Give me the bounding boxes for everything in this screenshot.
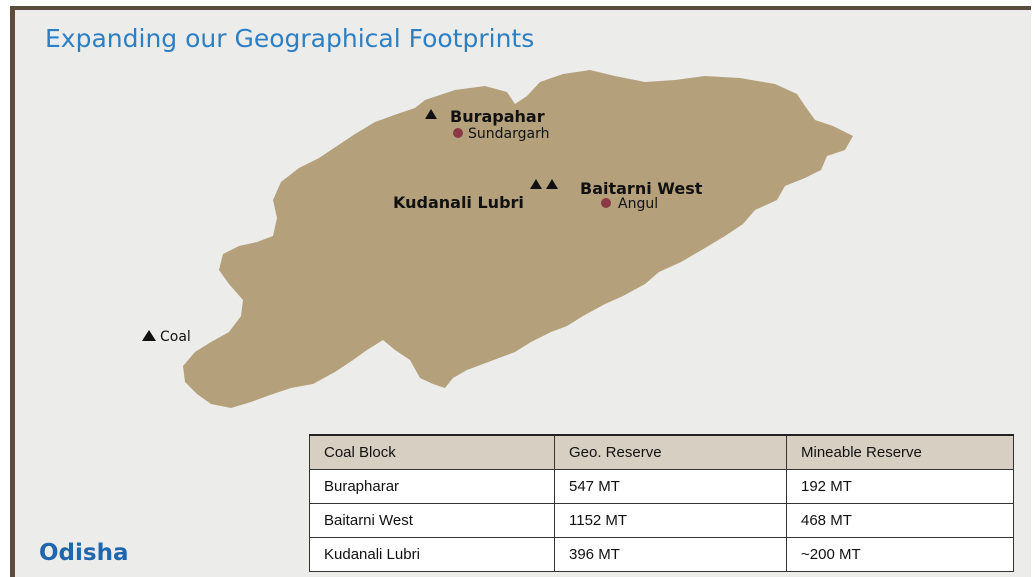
column-header-geo-reserve: Geo. Reserve (554, 434, 787, 470)
map-legend: Coal (142, 329, 191, 345)
column-header-mineable-reserve: Mineable Reserve (786, 434, 1014, 470)
coal-block-table: Coal Block Geo. Reserve Mineable Reserve… (309, 434, 1014, 572)
sundargarh-label: Sundargarh (468, 126, 549, 142)
table-cell: Baitarni West (309, 503, 555, 538)
triangle-icon (142, 330, 156, 341)
kudanali-lubri-label: Kudanali Lubri (393, 193, 524, 212)
table-row: Kudanali Lubri 396 MT ~200 MT (309, 537, 1014, 572)
odisha-map: Burapahar Sundargarh Kudanali Lubri Bait… (142, 70, 853, 408)
table-cell: 1152 MT (554, 503, 787, 538)
burapahar-block-icon (425, 109, 437, 119)
column-header-coal-block: Coal Block (309, 434, 555, 470)
burapahar-label: Burapahar (450, 107, 545, 126)
angul-district-dot-icon (601, 198, 611, 208)
table-cell: 396 MT (554, 537, 787, 572)
kudanali-lubri-block-icon (530, 179, 542, 189)
page-title: Expanding our Geographical Footprints (45, 24, 535, 53)
region-label: Odisha (39, 540, 129, 566)
baitarni-west-label: Baitarni West (580, 179, 703, 198)
table-row: Baitarni West 1152 MT 468 MT (309, 503, 1014, 538)
table-row: Burapharar 547 MT 192 MT (309, 469, 1014, 504)
table-cell: Kudanali Lubri (309, 537, 555, 572)
angul-label: Angul (618, 196, 658, 212)
table-header-row: Coal Block Geo. Reserve Mineable Reserve (309, 434, 1014, 470)
table-cell: 547 MT (554, 469, 787, 504)
kudanali-lubri-block-icon-2 (546, 179, 558, 189)
odisha-state-shape (183, 70, 853, 408)
table-cell: ~200 MT (786, 537, 1014, 572)
table-cell: 192 MT (786, 469, 1014, 504)
table-cell: Burapharar (309, 469, 555, 504)
legend-label: Coal (160, 329, 191, 345)
slide: Expanding our Geographical Footprints Bu… (10, 6, 1031, 577)
sundargarh-district-dot-icon (453, 128, 463, 138)
table-cell: 468 MT (786, 503, 1014, 538)
